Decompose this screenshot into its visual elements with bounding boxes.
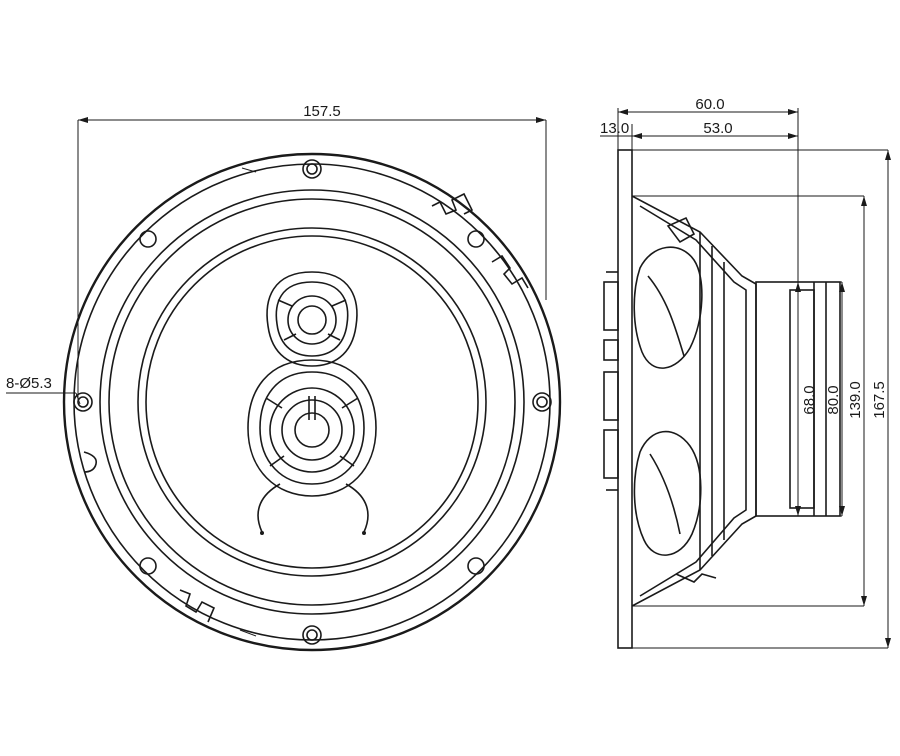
midrange-housing-inner — [259, 371, 365, 485]
frame-clip-top-right — [431, 192, 474, 216]
flange-depth-label: 13.0 — [600, 120, 629, 137]
lead-wire-left-end — [260, 531, 264, 535]
tweeter-spoke — [327, 333, 341, 341]
surround-outer — [108, 198, 516, 606]
basket-window-lower — [633, 430, 702, 556]
mount-hole — [73, 392, 93, 412]
total-depth-arrow-right — [788, 109, 798, 115]
tweeter-ring — [287, 295, 337, 345]
lead-wire-left — [257, 483, 281, 533]
mount-depth-label: 53.0 — [703, 120, 732, 137]
tweeter-dome — [297, 305, 327, 335]
grille-clip — [603, 371, 619, 421]
tweeter-spoke — [283, 333, 297, 341]
basket-window-upper-rib — [647, 275, 685, 357]
dim-68-arrow-bottom — [795, 506, 801, 516]
mount-hole — [302, 625, 322, 645]
midrange-spoke — [339, 455, 355, 467]
mounting-holes — [73, 159, 552, 645]
mount-depth-arrow-left — [632, 133, 642, 139]
grille-clip-upper — [603, 281, 619, 331]
tweeter-spoke — [277, 299, 293, 307]
basket-outline — [631, 195, 757, 607]
midrange-spoke — [341, 397, 359, 409]
total-depth-arrow-left — [618, 109, 628, 115]
grille-clip-lower — [603, 429, 619, 479]
midrange-dome — [294, 412, 330, 448]
mount-hole — [532, 392, 552, 412]
surround-inner — [137, 227, 487, 577]
basket-window-lower-rib — [649, 453, 681, 535]
dim-139-arrow-top — [861, 196, 867, 206]
dim-68-label: 68.0 — [801, 385, 818, 414]
width-arrow-right — [536, 117, 546, 123]
midrange-pod — [247, 359, 377, 497]
midrange-ring — [269, 387, 355, 473]
mount-depth-arrow-right — [788, 133, 798, 139]
total-depth-label: 60.0 — [695, 96, 724, 113]
dim-167-arrow-bottom — [885, 638, 891, 648]
tweeter-spoke — [331, 299, 347, 307]
dim-139-label: 139.0 — [847, 381, 864, 419]
dim-68-arrow-top — [795, 282, 801, 292]
basket-clip-upper — [666, 216, 696, 244]
cone-edge — [145, 235, 479, 569]
basket-inner — [639, 205, 747, 597]
lead-wire-right — [345, 483, 369, 533]
mount-hole — [139, 557, 157, 575]
dim-80-arrow-top — [839, 282, 845, 292]
midrange-spoke — [269, 455, 285, 467]
tweeter-housing — [266, 271, 358, 367]
mount-hole-inner — [306, 163, 318, 175]
frame-mark — [239, 629, 257, 637]
mount-hole-inner — [306, 629, 318, 641]
grille-clip — [603, 339, 619, 361]
mount-hole-inner — [536, 396, 548, 408]
frame-clip-left — [83, 451, 98, 473]
basket-window-upper — [633, 246, 703, 369]
dim-80-arrow-bottom — [839, 506, 845, 516]
dim-80-label: 80.0 — [825, 385, 842, 414]
mount-hole-inner — [77, 396, 89, 408]
mount-hole — [467, 230, 485, 248]
dim-167-label: 167.5 — [871, 381, 888, 419]
mount-hole — [302, 159, 322, 179]
dim-139-arrow-bottom — [861, 596, 867, 606]
mount-hole-label: 8-Ø5.3 — [6, 375, 52, 392]
mount-hole — [139, 230, 157, 248]
basket-clip-lower — [675, 573, 717, 583]
width-label: 157.5 — [303, 103, 341, 120]
midrange-cone — [281, 399, 343, 461]
width-arrow-left — [78, 117, 88, 123]
midrange-housing — [247, 359, 377, 497]
midrange-spoke — [265, 397, 283, 409]
mount-hole — [467, 557, 485, 575]
tweeter-housing-inner — [275, 281, 349, 357]
lead-wire-right-end — [362, 531, 366, 535]
tweeter-pod — [266, 271, 358, 367]
frame-clip-right — [491, 254, 529, 289]
side-view: 60.0 53.0 13.0 — [600, 96, 891, 649]
front-view: 157.5 8-Ø5.3 — [6, 103, 562, 652]
frame-outer-ring — [62, 152, 562, 652]
frame-mark — [241, 167, 257, 173]
dim-167-arrow-top — [885, 150, 891, 160]
mounting-flange — [617, 149, 633, 649]
gasket-ring — [99, 189, 525, 615]
frame-clip-bottom-left — [179, 589, 216, 623]
